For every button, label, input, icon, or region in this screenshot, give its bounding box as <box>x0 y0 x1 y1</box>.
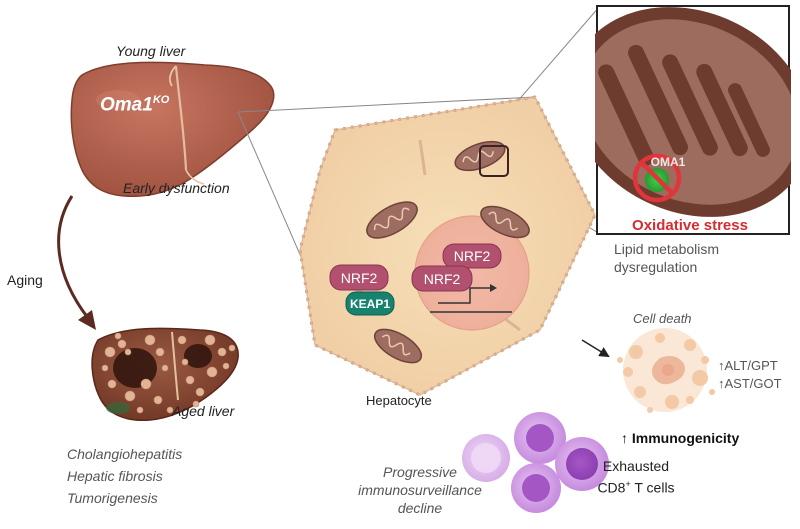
tcell-line-2: CD8+ T cells <box>586 475 686 497</box>
protein-nrf2-nucleus-top: NRF2 <box>442 243 502 269</box>
tcell-line-1: Exhausted <box>602 458 670 474</box>
aging-label: Aging <box>7 272 43 288</box>
immunosurveillance-label: Progressive immunosurveillance decline <box>355 463 485 517</box>
aging-arrow <box>57 195 96 330</box>
immunogenicity-label: ↑ Immunogenicity <box>621 430 740 446</box>
ast-got-label: ↑AST/GOT <box>718 376 782 391</box>
immuno-line-1: Progressive <box>383 464 457 480</box>
nrf2-nucleus-top-label: NRF2 <box>454 248 491 264</box>
lipid-metabolism-label: Lipid metabolism dysregulation <box>614 240 719 276</box>
nrf2-cytoplasm-label: NRF2 <box>341 270 378 286</box>
oma1-ko-name: Oma1 <box>100 94 153 116</box>
young-liver <box>70 61 275 198</box>
alt-gpt-label: ↑ALT/GPT <box>718 358 778 373</box>
exhausted-tcells-label: Exhausted CD8+ T cells <box>586 457 686 497</box>
immuno-line-3: decline <box>397 500 443 516</box>
tcell-cd8: CD8 <box>597 479 626 496</box>
dying-cell <box>581 328 715 413</box>
protein-nrf2-cytoplasm: NRF2 <box>329 264 389 291</box>
oma1-ko-label: Oma1KO <box>100 94 169 116</box>
aged-liver <box>91 327 239 422</box>
protein-nrf2-nucleus-bottom: NRF2 <box>411 265 473 292</box>
early-dysfunction-label: Early dysfunction <box>123 180 230 196</box>
keap1-label: KEAP1 <box>350 297 390 311</box>
mitochondrion-zoom: OMA1 Oxidative stress <box>595 5 791 235</box>
oxidative-stress-label: Oxidative stress <box>632 217 748 234</box>
immuno-line-2: immunosurveillance <box>358 482 482 498</box>
protein-keap1: KEAP1 <box>345 291 395 316</box>
pathology-tumorigenesis: Tumorigenesis <box>67 490 158 506</box>
mitochondria-cytoplasm <box>366 140 530 364</box>
tcell-line-2-end: T cells <box>630 479 675 496</box>
cell-death-label: Cell death <box>633 311 692 326</box>
pathology-hepatic-fibrosis: Hepatic fibrosis <box>67 468 163 484</box>
nrf2-nucleus-bottom-label: NRF2 <box>424 271 461 287</box>
oma1-ko-superscript: KO <box>152 94 170 106</box>
lipid-line-2: dysregulation <box>614 259 698 275</box>
pathology-cholangiohepatitis: Cholangiohepatitis <box>67 446 183 462</box>
t-cells <box>462 412 609 513</box>
hepatocyte-label: Hepatocyte <box>366 393 432 408</box>
oma1-label: OMA1 <box>651 155 686 169</box>
lipid-line-1: Lipid metabolism <box>614 241 720 257</box>
aged-liver-label: Aged liver <box>172 403 235 419</box>
tcell-cd8-sup: + <box>625 479 631 489</box>
young-liver-label: Young liver <box>116 43 186 59</box>
